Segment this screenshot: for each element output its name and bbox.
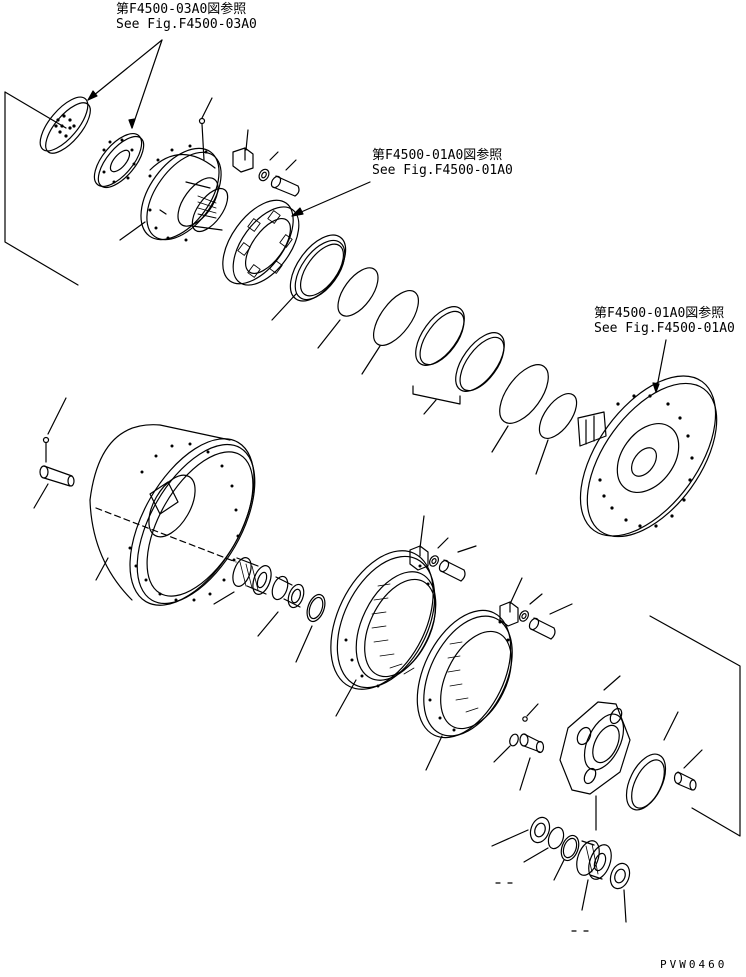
internal-gear-ring — [310, 534, 454, 716]
dash-marks — [496, 883, 588, 931]
nut-bottom-right — [607, 861, 633, 922]
hub-leaders — [120, 98, 212, 240]
lock-plate-upper — [233, 130, 253, 172]
nut-bottom-left — [492, 815, 553, 846]
pin-leader-right — [523, 704, 538, 721]
bolt-right — [528, 604, 572, 639]
reference-label-right: 第F4500-01A0図参照 See Fig.F4500-01A0 — [594, 306, 735, 336]
ring-gear-drum — [90, 418, 280, 625]
drawing-id: PVW0460 — [660, 958, 728, 971]
washer-mid — [428, 538, 448, 568]
seal-ring-lower-right — [618, 712, 678, 816]
outer-gear-ring — [398, 595, 530, 770]
spacer-ring — [524, 825, 566, 862]
lock-plate-mid — [410, 516, 428, 570]
washer-right — [518, 594, 542, 623]
drive-flange — [553, 340, 742, 560]
pin-leader-left — [44, 398, 67, 462]
reference-label-top-jp: 第F4500-03A0図参照 — [116, 2, 247, 17]
bolt-ring-plate — [86, 126, 152, 195]
washer-upper — [257, 152, 278, 182]
bolt-upper — [270, 160, 299, 196]
reference-label-middle-jp: 第F4500-01A0図参照 — [372, 148, 503, 163]
seal-ring-pair — [406, 299, 513, 414]
lower-right-group-frame — [650, 616, 740, 836]
retaining-ring-small — [494, 733, 520, 762]
bushing — [258, 574, 307, 636]
bolt-mid — [438, 546, 476, 581]
seal-ring-upper — [272, 226, 357, 320]
snap-ring-mid — [296, 592, 328, 662]
top-left-group-frame — [5, 92, 78, 285]
cover-plate — [32, 90, 98, 160]
bearing-cage — [209, 182, 370, 297]
o-ring-4 — [532, 387, 584, 474]
ref-arrow-top — [88, 40, 162, 128]
carrier-pin — [520, 734, 544, 790]
lock-plate-right — [500, 578, 522, 626]
reference-label-top-en: See Fig.F4500-03A0 — [116, 17, 257, 32]
needle-bearing — [214, 555, 275, 604]
reference-label-middle-en: See Fig.F4500-01A0 — [372, 163, 513, 178]
reference-label-right-jp: 第F4500-01A0図参照 — [594, 306, 725, 321]
planet-carrier — [560, 676, 632, 830]
reference-label-middle: 第F4500-01A0図参照 See Fig.F4500-01A0 — [372, 148, 513, 178]
pin-left — [34, 466, 74, 508]
snap-ring-bottom — [554, 833, 582, 880]
reference-label-right-en: See Fig.F4500-01A0 — [594, 321, 735, 336]
pin-right — [675, 750, 703, 790]
o-ring-1 — [318, 261, 386, 348]
o-ring-3 — [490, 357, 557, 452]
sun-gear — [572, 838, 615, 910]
reference-label-top: 第F4500-03A0図参照 See Fig.F4500-03A0 — [116, 2, 257, 32]
hub-flange — [125, 144, 236, 242]
o-ring-2 — [362, 283, 427, 374]
